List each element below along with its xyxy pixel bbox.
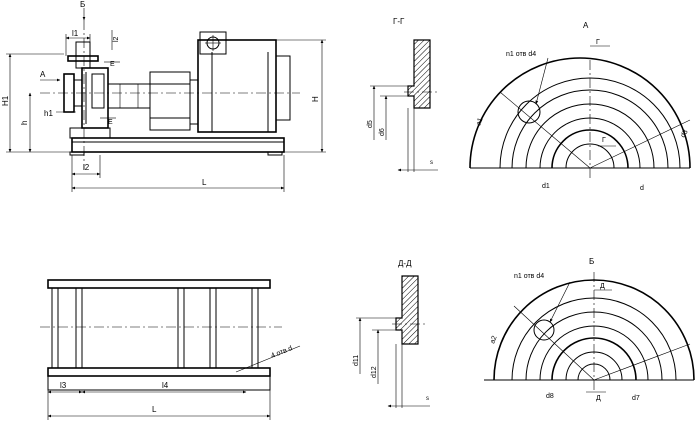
view-b-title: Б [589, 257, 594, 266]
bolt-hole-b [533, 319, 555, 341]
section-dd-title: Д-Д [398, 259, 412, 268]
label-L-bottom: L [152, 405, 157, 414]
label-h: h [20, 121, 29, 125]
bolt-hole [517, 100, 541, 124]
base-frame [71, 137, 285, 153]
label-B: Б [80, 0, 85, 9]
label-l4: l4 [162, 381, 169, 390]
view-a-title: A [583, 21, 589, 30]
label-s-dd: s [426, 396, 429, 402]
view-b-flange: Б n1 отв d4 Д Д a2 d8 d7 [484, 257, 695, 402]
label-a2: a2 [489, 335, 498, 345]
label-l2-top: l2 [113, 36, 120, 42]
terminal-box [199, 31, 227, 55]
label-4-holes: 4 отв d [270, 345, 293, 360]
label-L-top: L [202, 178, 207, 187]
label-d8: d8 [546, 393, 554, 400]
label-H1: H1 [1, 95, 10, 106]
label-s-gg: s [430, 160, 433, 166]
label-E-top: Е [110, 61, 115, 68]
label-D-bottom: Д [596, 395, 601, 402]
section-dd: Д-Д d11 d12 s [353, 259, 430, 408]
pump-elevation-view: H1 h H h1 A Б l1 l2 Е Е l2 [1, 0, 326, 192]
label-d3: d3 [680, 129, 690, 139]
frame-plan-view: 4 отв d l3 l4 L [40, 279, 301, 420]
label-d7: d7 [632, 395, 640, 402]
discharge-pipe [75, 41, 91, 69]
coupling [107, 83, 151, 109]
label-d11: d11 [353, 355, 360, 366]
label-l1: l1 [72, 29, 79, 38]
label-d6: d6 [379, 128, 386, 136]
label-h1: h1 [44, 109, 53, 118]
label-n1-b: n1 отв d4 [514, 273, 544, 280]
label-l3: l3 [60, 381, 67, 390]
label-d5: d5 [367, 120, 374, 128]
label-l2-bottom: l2 [83, 163, 90, 172]
label-E-bottom: Е [108, 119, 113, 126]
label-d12: d12 [371, 366, 378, 378]
label-a1: a1 [475, 117, 484, 127]
label-d: d [640, 185, 644, 192]
label-n1-a: n1 отв d4 [506, 51, 536, 58]
label-G-top: Г [596, 39, 600, 46]
label-H: H [311, 96, 320, 102]
label-D-top: Д [600, 283, 605, 290]
view-a-flange: A n1 отв d4 Г Г a1 d3 d1 d [469, 21, 691, 192]
label-G-bottom: Г [602, 137, 606, 144]
label-A: A [40, 70, 46, 79]
section-gg-title: Г-Г [393, 17, 405, 26]
label-d1: d1 [542, 183, 550, 190]
section-gg: Г-Г d5 d6 s [367, 17, 440, 172]
